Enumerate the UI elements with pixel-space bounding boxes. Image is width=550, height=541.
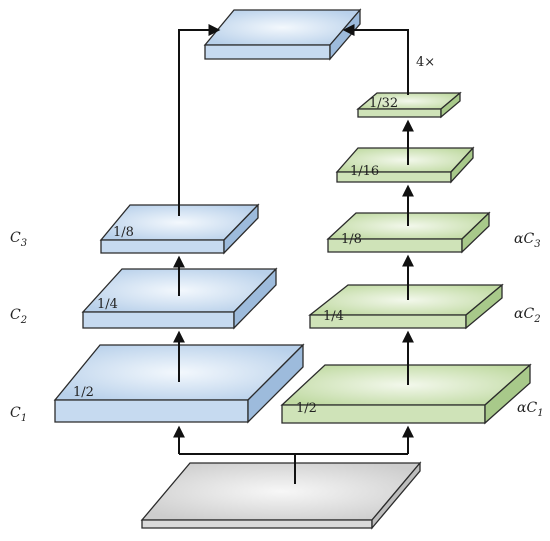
right-to-output-arrow bbox=[342, 24, 409, 95]
left-label-c3: C3 bbox=[10, 230, 27, 249]
left-layer-2 bbox=[81, 267, 278, 330]
left-label-c2: C2 bbox=[10, 307, 27, 326]
arrows bbox=[173, 24, 414, 484]
right-layer-2-scale: 1/4 bbox=[323, 309, 344, 324]
left-layer-3-scale: 1/8 bbox=[113, 225, 134, 240]
left-layer-1-scale: 1/2 bbox=[73, 385, 94, 400]
right-layer-3-scale: 1/8 bbox=[341, 232, 362, 247]
left-layer-3 bbox=[99, 203, 260, 255]
left-label-c1: C1 bbox=[10, 405, 27, 424]
input-plate bbox=[140, 461, 422, 530]
left-layer-2-scale: 1/4 bbox=[97, 297, 118, 312]
right-layer-4 bbox=[335, 146, 475, 184]
right-layer-1-scale: 1/2 bbox=[296, 401, 317, 416]
upsample-label: 4× bbox=[416, 55, 435, 70]
right-layer-5 bbox=[356, 91, 462, 119]
right-label-ac3: αC3 bbox=[514, 231, 541, 250]
output-plate bbox=[203, 8, 362, 61]
right-layer-2 bbox=[308, 283, 504, 330]
right-label-ac2: αC2 bbox=[514, 306, 541, 325]
right-layer-4-scale: 1/16 bbox=[350, 164, 379, 179]
right-layer-1 bbox=[280, 363, 532, 425]
left-to-output-arrow bbox=[178, 24, 221, 216]
right-label-ac1: αC1 bbox=[517, 400, 544, 419]
right-layer-5-scale: 1/32 bbox=[369, 96, 398, 111]
